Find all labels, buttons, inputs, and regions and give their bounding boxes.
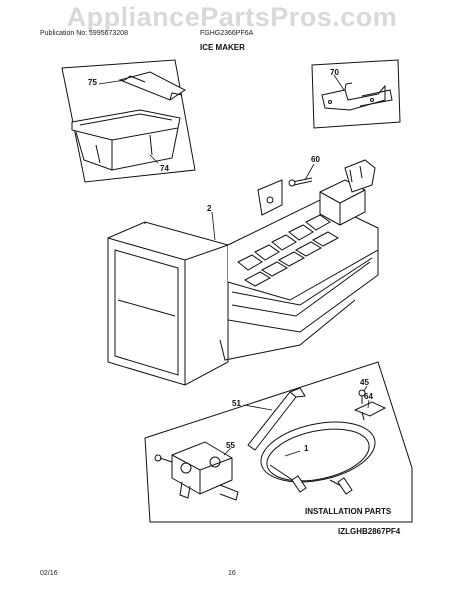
fill-tube-part bbox=[247, 387, 306, 451]
callout-60: 60 bbox=[311, 155, 320, 164]
installation-parts-frame bbox=[144, 361, 413, 523]
ice-bin-part bbox=[71, 109, 181, 171]
section-title: ICE MAKER bbox=[200, 43, 245, 52]
callout-70: 70 bbox=[330, 68, 339, 77]
callout-2: 2 bbox=[207, 204, 212, 213]
ice-maker-assembly-part bbox=[107, 159, 379, 386]
watermark: AppliancePartsPros.com bbox=[66, 2, 398, 32]
callout-64: 64 bbox=[364, 392, 373, 401]
callout-75: 75 bbox=[88, 78, 97, 87]
callout-51: 51 bbox=[232, 399, 241, 408]
mounting-bracket-part bbox=[321, 82, 393, 111]
callout-1: 1 bbox=[304, 444, 309, 453]
callout-74: 74 bbox=[160, 164, 169, 173]
diagram-code: IZLGHB2867PF4 bbox=[338, 527, 401, 536]
callout-45: 45 bbox=[360, 378, 369, 387]
water-tube-coil-part bbox=[260, 421, 376, 495]
bin-cover-part bbox=[118, 71, 186, 101]
bracket-inset-frame bbox=[311, 59, 401, 129]
ice-bin-inset-frame bbox=[61, 59, 196, 183]
callout-55: 55 bbox=[226, 441, 235, 450]
footer-page-number: 16 bbox=[228, 570, 236, 577]
installation-parts-label: INSTALLATION PARTS bbox=[305, 507, 392, 516]
footer-date: 02/16 bbox=[40, 570, 58, 577]
clamp-part bbox=[353, 401, 387, 421]
screw-45-part bbox=[358, 389, 366, 404]
model-number: FGHG2366PF6A bbox=[200, 30, 254, 37]
publication-number: Publication No: 5995673208 bbox=[40, 30, 128, 37]
screw-part bbox=[288, 177, 313, 187]
water-valve-part bbox=[154, 441, 239, 501]
leader-lines bbox=[98, 74, 370, 457]
